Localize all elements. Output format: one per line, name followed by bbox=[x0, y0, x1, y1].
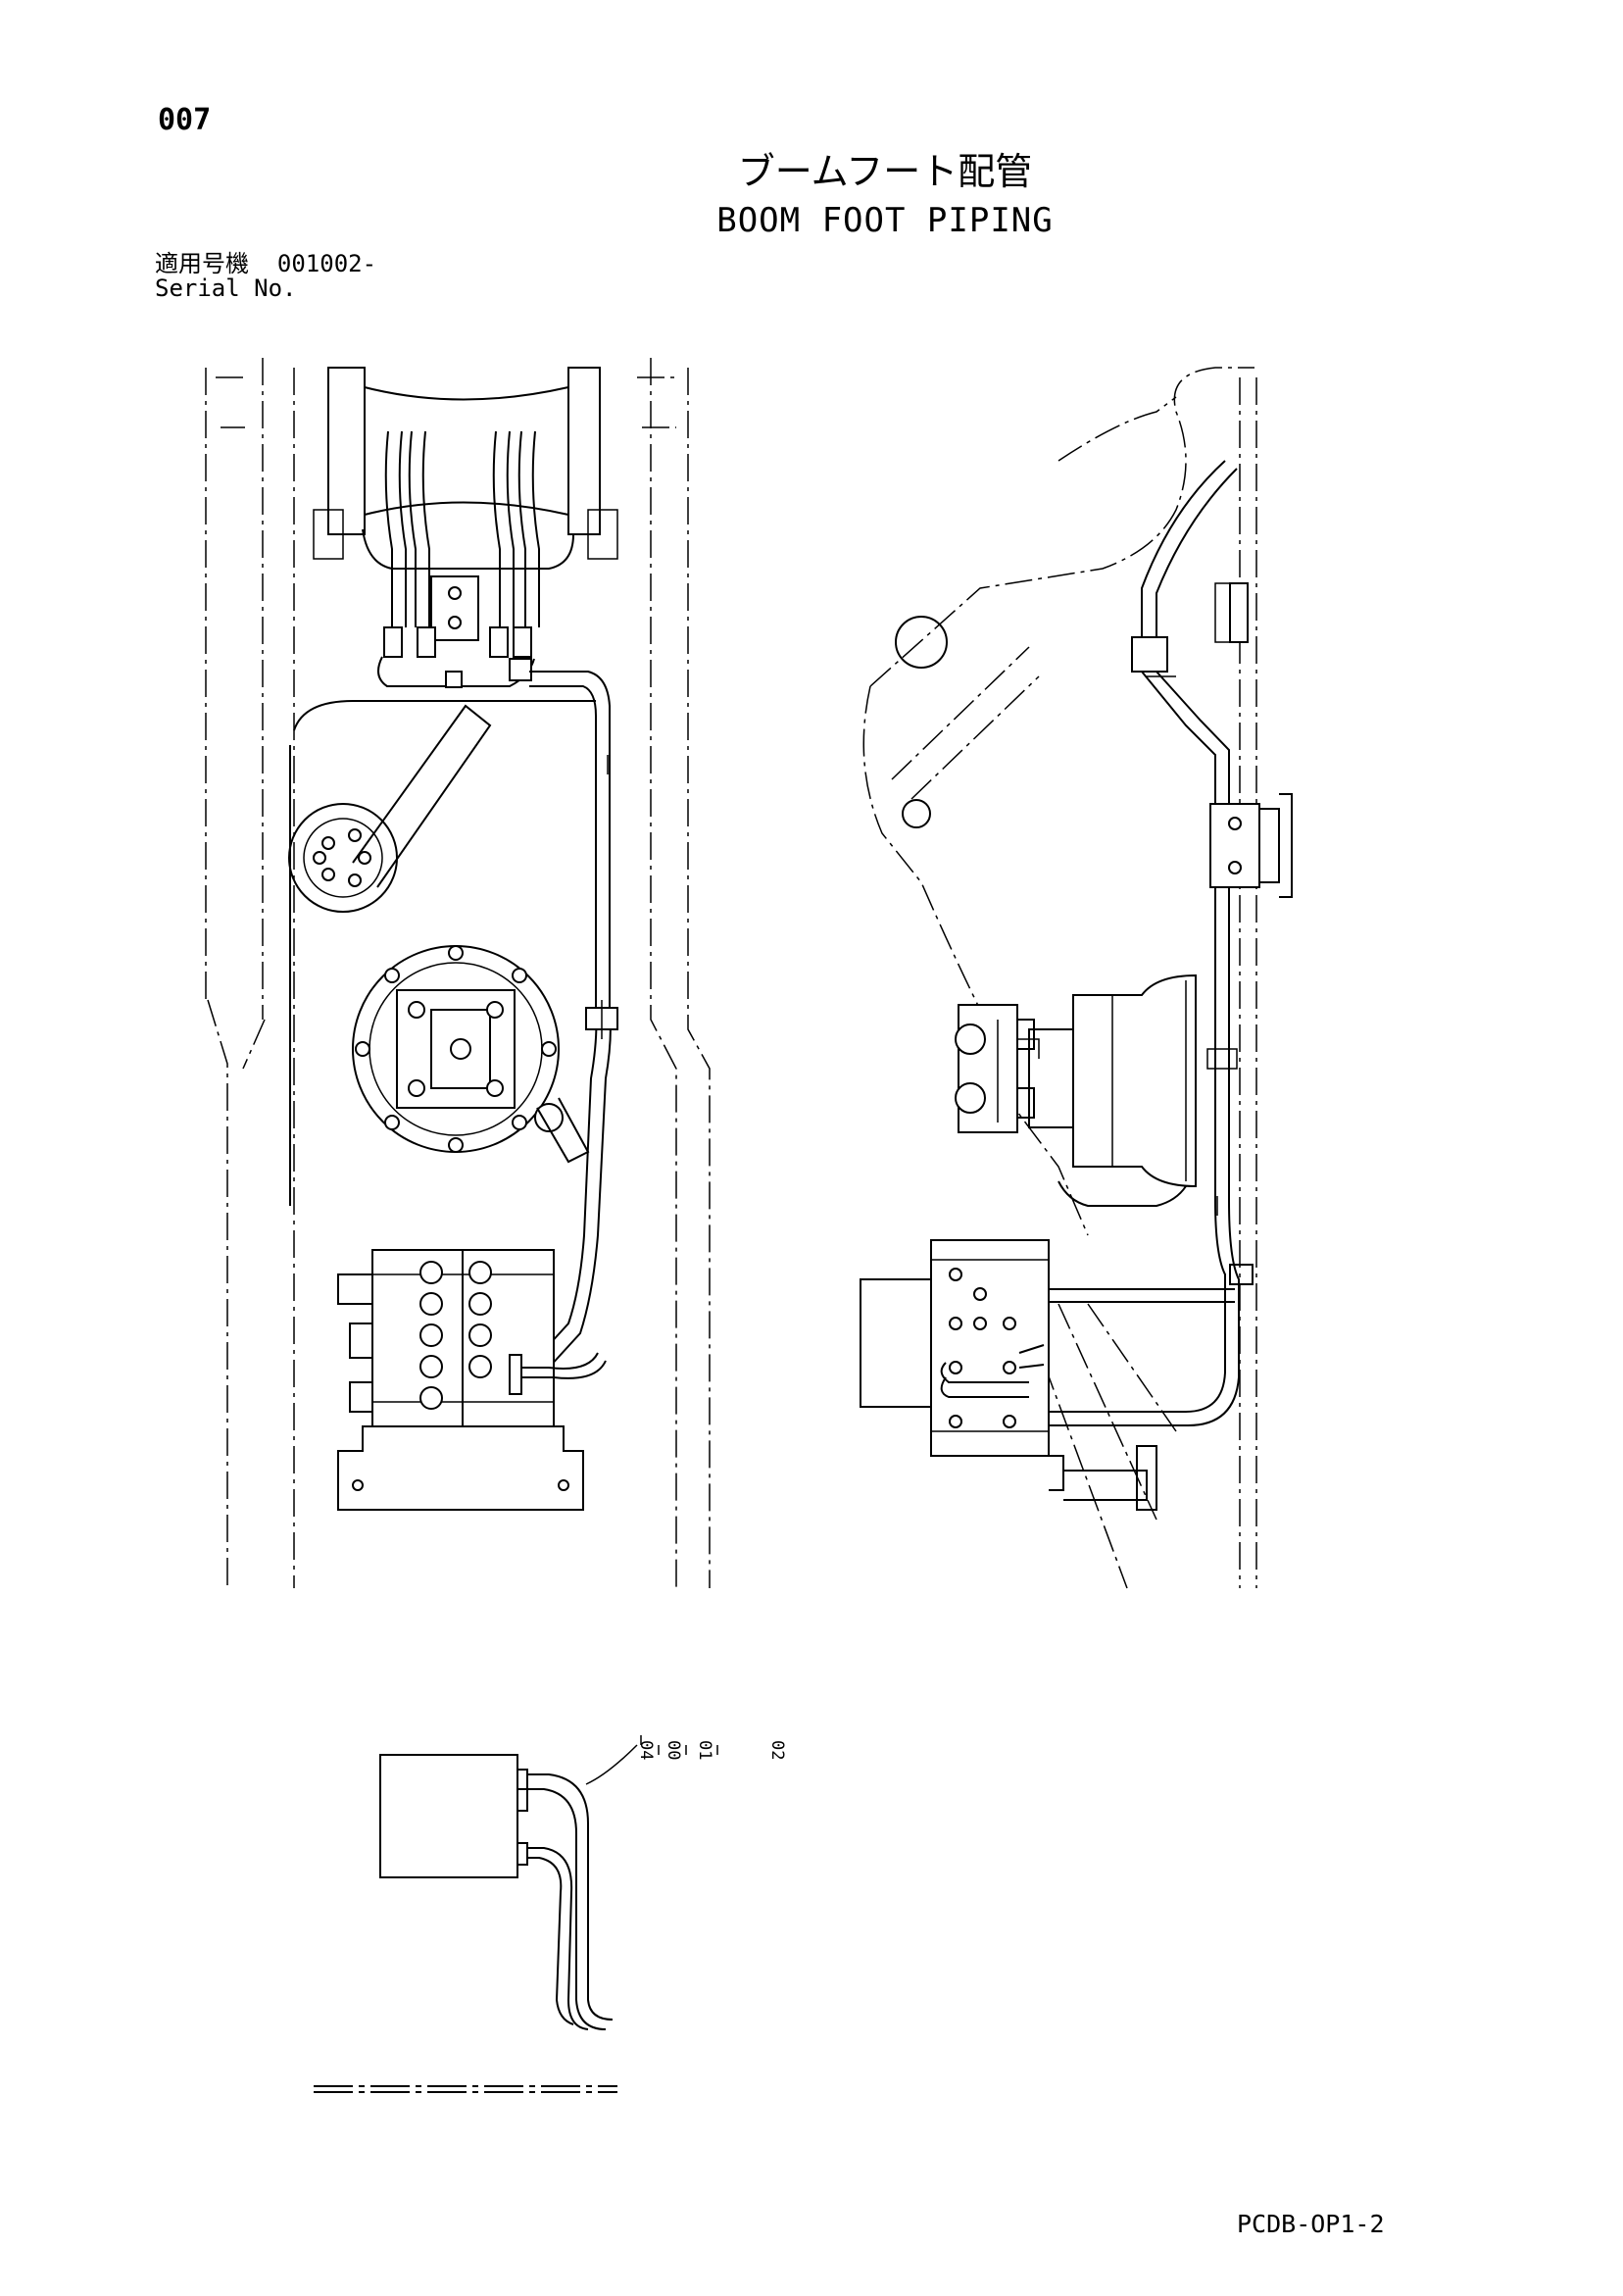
small-hole bbox=[902, 799, 931, 828]
top-view bbox=[205, 358, 711, 1588]
side-main-pipe-b bbox=[970, 671, 1240, 1426]
hose-d bbox=[517, 430, 540, 627]
fitting-4 bbox=[513, 626, 532, 658]
side-motor-collar bbox=[1028, 1028, 1074, 1128]
hose-b bbox=[408, 430, 430, 627]
fitting-2 bbox=[417, 626, 436, 658]
callout-label: 02 bbox=[767, 1740, 787, 1760]
main-pipe-1 bbox=[529, 671, 612, 1369]
boom-outline-top bbox=[869, 367, 1254, 687]
side-hose-fitting bbox=[1131, 636, 1168, 673]
side-view bbox=[860, 367, 1293, 1589]
frame-dash-left bbox=[205, 368, 228, 1588]
side-hose-upper-a bbox=[1141, 460, 1226, 647]
side-swing-motor bbox=[1072, 973, 1197, 1188]
detail-centerline bbox=[314, 2085, 617, 2093]
page-number: 007 bbox=[158, 103, 212, 137]
side-valve-pipes bbox=[1049, 1288, 1235, 1303]
valve-side-caps bbox=[337, 1273, 373, 1413]
frame-dash-inner-right bbox=[650, 358, 677, 1588]
detail-pipe-d bbox=[527, 1857, 574, 2025]
upper-clip bbox=[1229, 582, 1249, 643]
frame-dash-right bbox=[687, 368, 711, 1588]
detail-pipe-b bbox=[527, 1788, 607, 2030]
side-main-pipe-a bbox=[970, 671, 1226, 1413]
callout-leader bbox=[585, 1744, 638, 1785]
foot-pin-housing bbox=[364, 386, 569, 516]
serial-block: 適用号機 001002- Serial No. bbox=[155, 252, 376, 301]
callout-label: 00 bbox=[664, 1740, 683, 1760]
title-japanese: ブームフート配管 bbox=[737, 150, 1033, 193]
foot-bosses bbox=[327, 367, 601, 535]
serial-label-en: Serial No. bbox=[155, 275, 297, 302]
frame-dash-ticks bbox=[216, 376, 676, 428]
motor-port bbox=[534, 1103, 564, 1132]
control-valve-ports bbox=[419, 1261, 492, 1410]
valve-base bbox=[337, 1425, 584, 1511]
detail-view: 04 00 01 02 bbox=[314, 1735, 787, 2093]
main-pipe-2 bbox=[529, 685, 598, 1359]
bracket-block bbox=[430, 575, 479, 641]
hose-a bbox=[384, 430, 407, 627]
fitting-3 bbox=[489, 626, 509, 658]
document-code: PCDB-OP1-2 bbox=[1237, 2210, 1385, 2238]
frame-dash-inner-left bbox=[242, 358, 295, 1588]
boom-outline-left bbox=[862, 685, 1089, 1236]
small-motor-outer bbox=[288, 803, 398, 913]
side-valve-elbows bbox=[940, 1362, 1029, 1398]
callout-label: 01 bbox=[695, 1740, 714, 1760]
detail-pipe-a bbox=[527, 1773, 614, 2021]
detail-valve-block bbox=[379, 1754, 518, 1878]
side-bracket bbox=[1209, 803, 1260, 888]
side-valve-cover bbox=[860, 1278, 932, 1408]
swing-motor-bolts bbox=[355, 945, 557, 1153]
valve-pipe-connection bbox=[517, 1352, 607, 1379]
foot-cross-member bbox=[362, 528, 574, 570]
fitting-1 bbox=[383, 626, 403, 658]
frame-plate-top bbox=[289, 700, 596, 1206]
side-valve-ports bbox=[949, 1268, 1016, 1428]
boom-outline-right bbox=[1239, 377, 1257, 1588]
gusset-lines bbox=[891, 646, 1040, 800]
foot-pin-hole bbox=[895, 616, 948, 669]
serial-label-ja: 適用号機 bbox=[155, 250, 249, 277]
detail-pipe-c bbox=[527, 1847, 589, 2030]
callout-label: 04 bbox=[636, 1740, 656, 1760]
side-lower-rod bbox=[1063, 1470, 1148, 1501]
title-english: BOOM FOOT PIPING bbox=[716, 201, 1054, 240]
side-hose-upper-b bbox=[1156, 468, 1238, 647]
foot-pin-caps bbox=[313, 509, 618, 560]
lever-arm bbox=[352, 704, 492, 888]
serial-value: 001002- bbox=[276, 250, 377, 277]
side-control-valve bbox=[930, 1239, 1050, 1457]
small-motor-inner bbox=[303, 818, 383, 898]
hose-c bbox=[492, 430, 515, 627]
